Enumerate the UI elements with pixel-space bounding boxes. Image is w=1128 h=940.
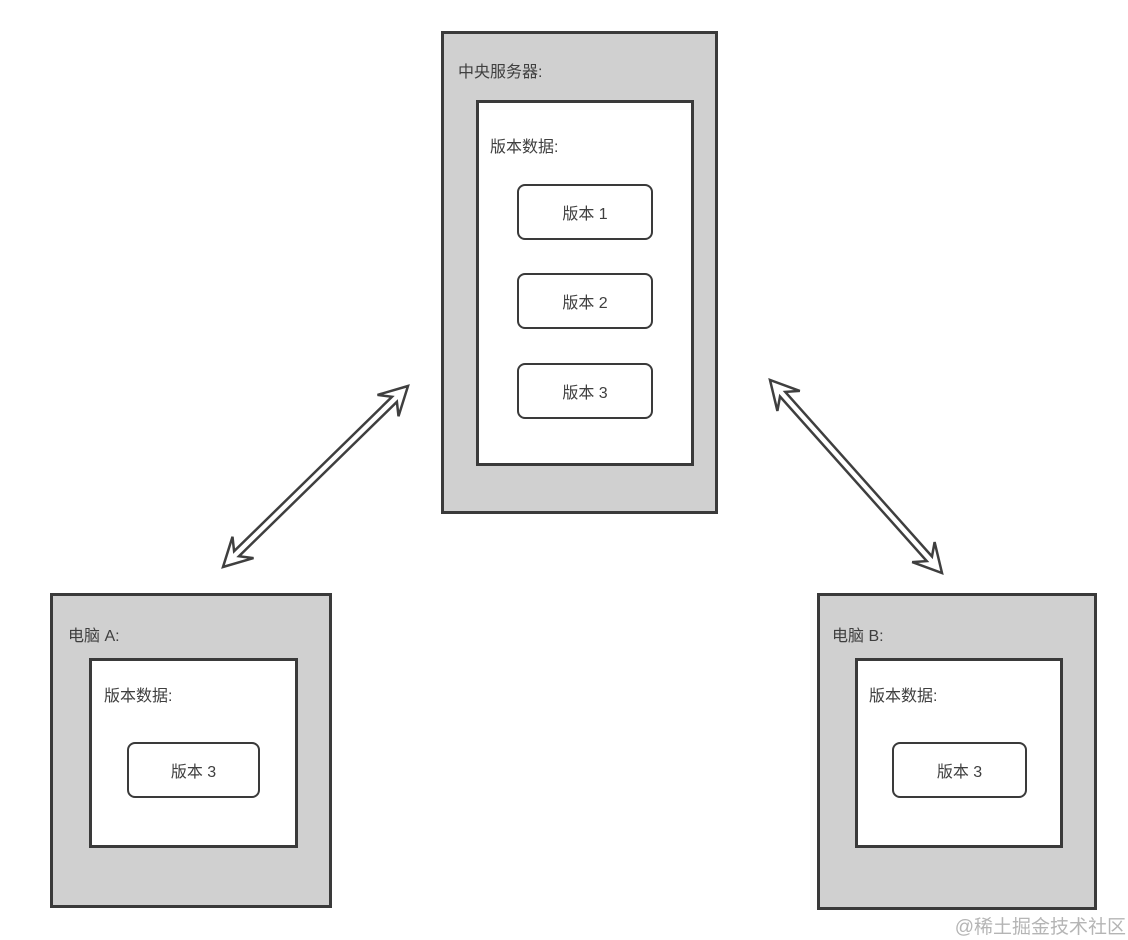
computer-a-title: 电脑 A:: [68, 628, 120, 645]
central-server-title: 中央服务器:: [458, 64, 543, 81]
computer-b-version-data-panel: 版本数据: 版本 3: [855, 658, 1063, 848]
computer-b-box: 电脑 B: 版本数据: 版本 3: [817, 593, 1097, 910]
watermark: @稀土掘金技术社区: [954, 917, 1126, 938]
computer-b-version-3-chip: 版本 3: [892, 742, 1027, 798]
central-server-version-data-label: 版本数据:: [490, 139, 559, 156]
computer-a-version-3-chip: 版本 3: [127, 742, 260, 798]
computer-b-title: 电脑 B:: [832, 628, 884, 645]
central-server-version-2-chip: 版本 2: [517, 273, 653, 329]
central-server-version-1-chip: 版本 1: [517, 184, 653, 240]
central-server-box: 中央服务器: 版本数据: 版本 1 版本 2 版本 3: [441, 31, 718, 514]
server-to-computer-b-arrow: [768, 378, 944, 575]
computer-a-version-data-panel: 版本数据: 版本 3: [89, 658, 298, 848]
central-server-version-3-chip: 版本 3: [517, 363, 653, 419]
computer-a-version-data-label: 版本数据:: [104, 688, 173, 705]
computer-b-version-data-label: 版本数据:: [869, 688, 938, 705]
computer-a-box: 电脑 A: 版本数据: 版本 3: [50, 593, 332, 908]
central-server-version-data-panel: 版本数据: 版本 1 版本 2 版本 3: [476, 100, 694, 466]
server-to-computer-a-arrow: [221, 384, 410, 569]
